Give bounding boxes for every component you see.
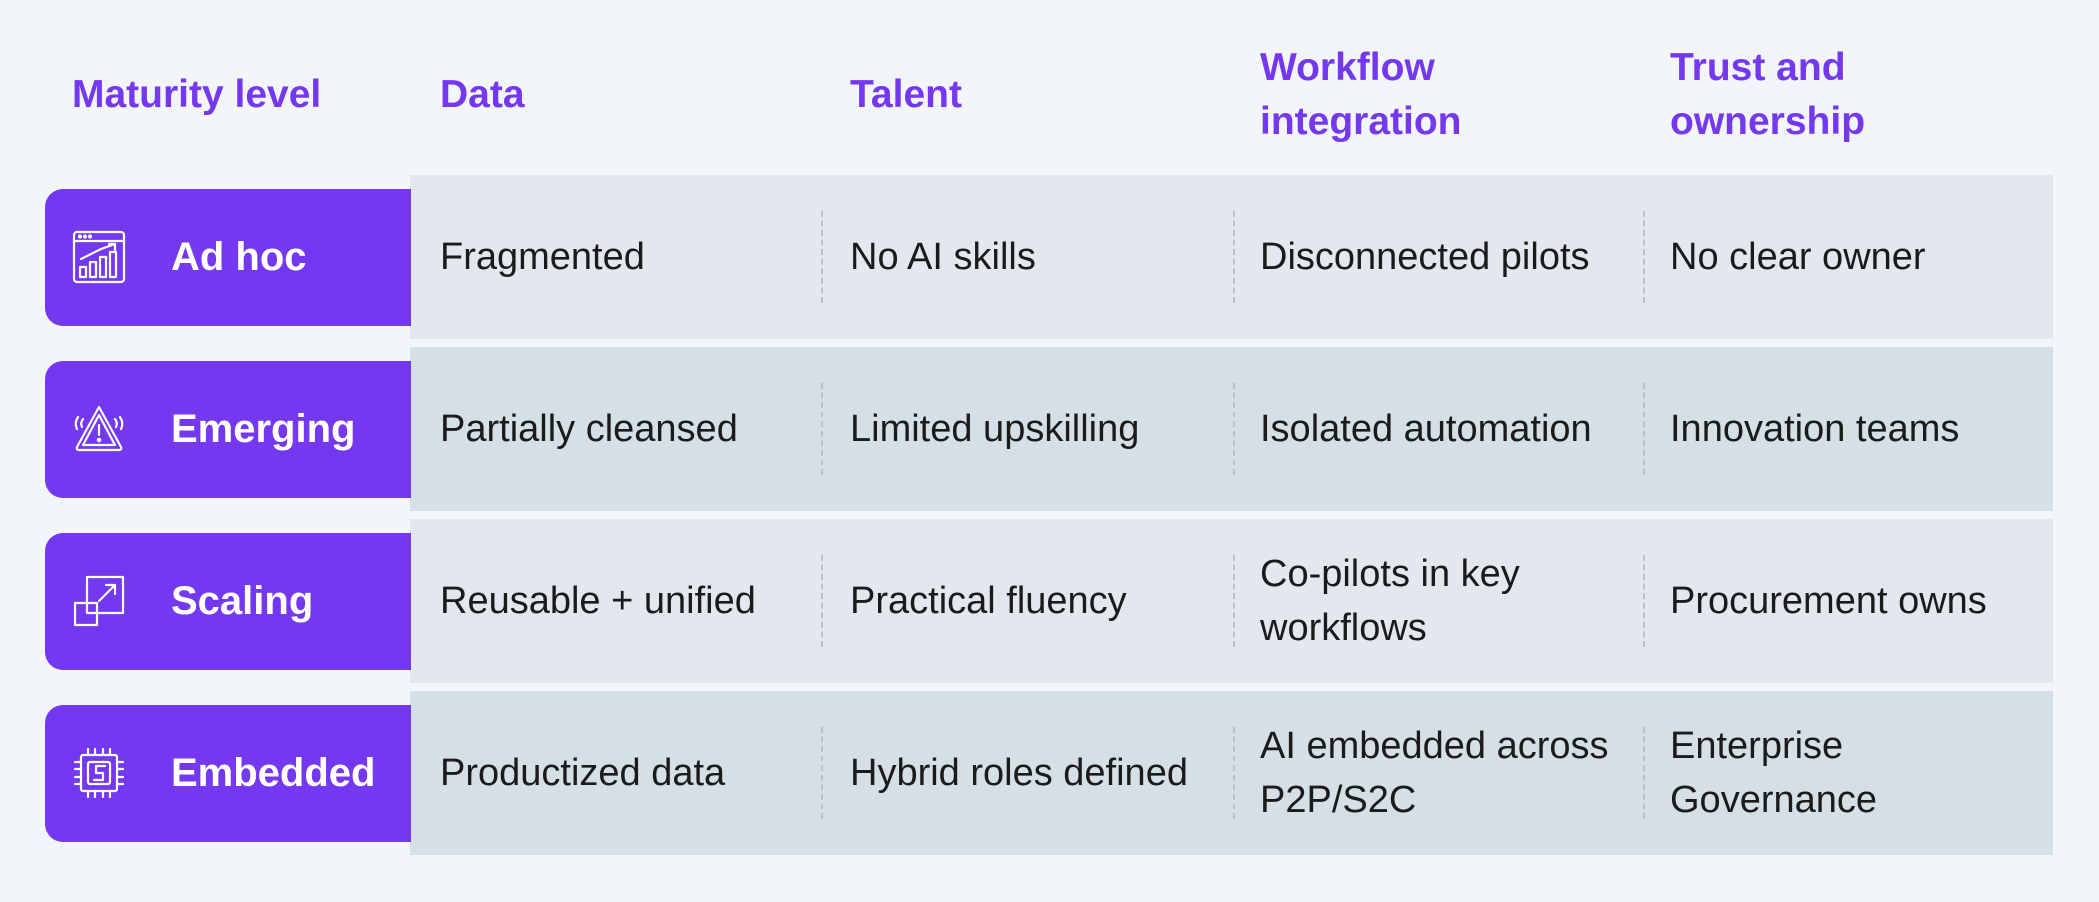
cell-workflow: Isolated automation xyxy=(1260,408,1592,450)
cell-trust: Enterprise Governance xyxy=(1670,725,1878,821)
maturity-level-name: Embedded xyxy=(171,751,376,795)
cell-talent: Hybrid roles defined xyxy=(850,752,1188,794)
header-talent: Talent xyxy=(850,73,962,116)
table-row: Ad hoc Fragmented No AI skills Disconnec… xyxy=(0,175,2099,339)
maturity-label-scaling: Scaling xyxy=(45,533,411,670)
header-maturity-level: Maturity level xyxy=(72,73,322,116)
cell-data: Partially cleansed xyxy=(440,408,738,450)
table-row: Embedded Productized data Hybrid roles d… xyxy=(0,691,2099,855)
row-background xyxy=(410,175,2053,339)
cell-workflow: Co-pilots in key workflows xyxy=(1260,553,1520,649)
maturity-label-ad-hoc: Ad hoc xyxy=(45,189,411,326)
cell-talent: No AI skills xyxy=(850,236,1036,278)
column-divider xyxy=(1643,383,1645,475)
maturity-label-emerging: Emerging xyxy=(45,361,411,498)
column-divider xyxy=(1233,727,1235,819)
cell-trust: No clear owner xyxy=(1670,236,1926,278)
column-divider xyxy=(1643,211,1645,303)
cell-trust: Innovation teams xyxy=(1670,408,1960,450)
row-background xyxy=(410,347,2053,511)
warning-icon xyxy=(71,401,127,457)
maturity-level-name: Emerging xyxy=(171,407,356,451)
chip-icon xyxy=(71,745,127,801)
cell-data: Fragmented xyxy=(440,236,645,278)
cell-workflow: Disconnected pilots xyxy=(1260,236,1590,278)
column-divider xyxy=(1233,555,1235,647)
column-divider xyxy=(821,727,823,819)
column-divider xyxy=(1643,727,1645,819)
column-divider xyxy=(821,555,823,647)
header-trust-ownership: Trust and ownership xyxy=(1670,46,1866,143)
column-divider xyxy=(1233,383,1235,475)
cell-trust: Procurement owns xyxy=(1670,580,1987,622)
row-background xyxy=(410,519,2053,683)
row-background xyxy=(410,691,2053,855)
cell-data: Productized data xyxy=(440,752,726,794)
column-divider xyxy=(1233,211,1235,303)
table-header: Maturity level Data Talent Workflow inte… xyxy=(0,0,2099,175)
cell-workflow: AI embedded across P2P/S2C xyxy=(1260,725,1609,821)
cell-data: Reusable + unified xyxy=(440,580,756,622)
scale-up-icon xyxy=(71,573,127,629)
table-row: Scaling Reusable + unified Practical flu… xyxy=(0,519,2099,683)
header-data: Data xyxy=(440,73,525,116)
maturity-label-embedded: Embedded xyxy=(45,705,411,842)
table-row: Emerging Partially cleansed Limited upsk… xyxy=(0,347,2099,511)
bar-chart-icon xyxy=(71,229,127,285)
cell-talent: Practical fluency xyxy=(850,580,1127,622)
maturity-level-name: Scaling xyxy=(171,579,314,623)
maturity-level-name: Ad hoc xyxy=(171,235,307,279)
column-divider xyxy=(821,211,823,303)
header-workflow-integration: Workflow integration xyxy=(1260,46,1462,143)
cell-talent: Limited upskilling xyxy=(850,408,1140,450)
column-divider xyxy=(1643,555,1645,647)
column-divider xyxy=(821,383,823,475)
